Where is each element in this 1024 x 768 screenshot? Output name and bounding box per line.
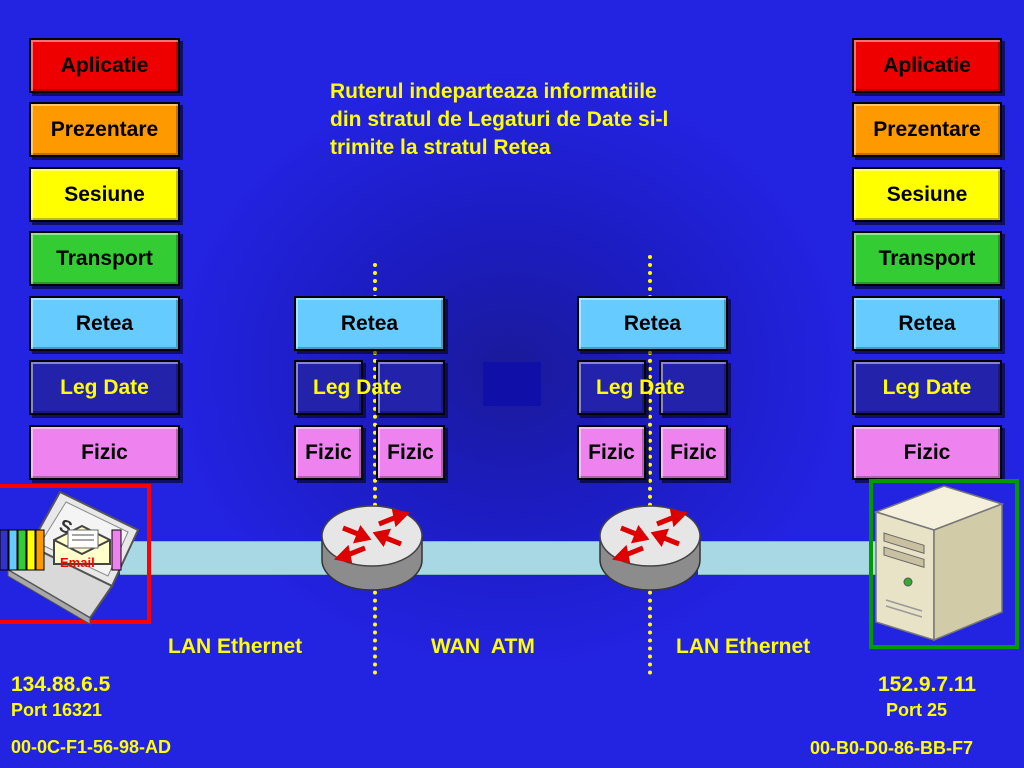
left-mac: 00-0C-F1-56-98-AD <box>11 737 172 757</box>
router1-fizic-left: Fizic <box>294 425 363 480</box>
cable-wan <box>416 541 611 575</box>
left-layer-prezentare: Prezentare <box>29 102 180 157</box>
router2-leg-date-right-box <box>659 360 728 415</box>
router1-leg-date-right-box <box>376 360 445 415</box>
right-layer-fizic: Fizic <box>852 425 1002 480</box>
cable-lan-left <box>120 541 330 575</box>
separator-right <box>648 255 652 675</box>
label-wan: WAN ATM <box>431 635 535 658</box>
server-icon <box>873 485 1005 642</box>
client-frame <box>0 484 151 624</box>
router1-layer-retea: Retea <box>294 296 445 351</box>
router-note-line-1: Ruterul indeparteaza informatiile <box>330 80 657 103</box>
router-note: Ruterul indeparteaza informatiile din st… <box>330 78 750 162</box>
router-icon <box>321 505 423 591</box>
right-layer-leg-date: Leg Date <box>852 360 1002 415</box>
router1-leg-date-left-box <box>294 360 363 415</box>
separator-left <box>373 263 377 675</box>
left-layer-transport: Transport <box>29 231 180 286</box>
left-layer-aplicatie: Aplicatie <box>29 38 180 93</box>
right-layer-aplicatie: Aplicatie <box>852 38 1002 93</box>
right-layer-prezentare: Prezentare <box>852 102 1002 157</box>
left-ip: 134.88.6.5 <box>11 673 111 696</box>
email-envelope-icon <box>53 524 111 565</box>
router2-leg-date-left-box <box>577 360 646 415</box>
right-ip: 152.9.7.11 <box>878 673 977 696</box>
label-lan-right: LAN Ethernet <box>676 635 811 658</box>
router-note-line-2: din stratul de Legaturi de Date si-l <box>330 108 669 131</box>
center-shadow-block <box>483 362 541 406</box>
server-frame <box>869 479 1019 649</box>
router1-fizic-right: Fizic <box>376 425 445 480</box>
right-port: Port 25 <box>886 700 948 720</box>
router2-leg-date-label: Leg Date <box>596 376 685 399</box>
right-mac: 00-B0-D0-86-BB-F7 <box>810 738 974 758</box>
right-layer-sesiune: Sesiune <box>852 167 1002 222</box>
left-layer-fizic: Fizic <box>29 425 180 480</box>
router-icon <box>599 505 701 591</box>
left-layer-retea: Retea <box>29 296 180 351</box>
router2-layer-retea: Retea <box>577 296 728 351</box>
router2-fizic-right: Fizic <box>659 425 728 480</box>
router2-fizic-left: Fizic <box>577 425 646 480</box>
right-layer-retea: Retea <box>852 296 1002 351</box>
router-note-line-3: trimite la stratul Retea <box>330 136 551 159</box>
cable-lan-right <box>698 541 876 575</box>
router1-leg-date-label: Leg Date <box>313 376 402 399</box>
left-layer-sesiune: Sesiune <box>29 167 180 222</box>
label-lan-left: LAN Ethernet <box>168 635 303 658</box>
left-port: Port 16321 <box>11 700 103 720</box>
left-layer-leg-date: Leg Date <box>29 360 180 415</box>
email-label: Email <box>60 555 95 570</box>
packet-stripes-icon <box>0 529 122 571</box>
right-layer-transport: Transport <box>852 231 1002 286</box>
